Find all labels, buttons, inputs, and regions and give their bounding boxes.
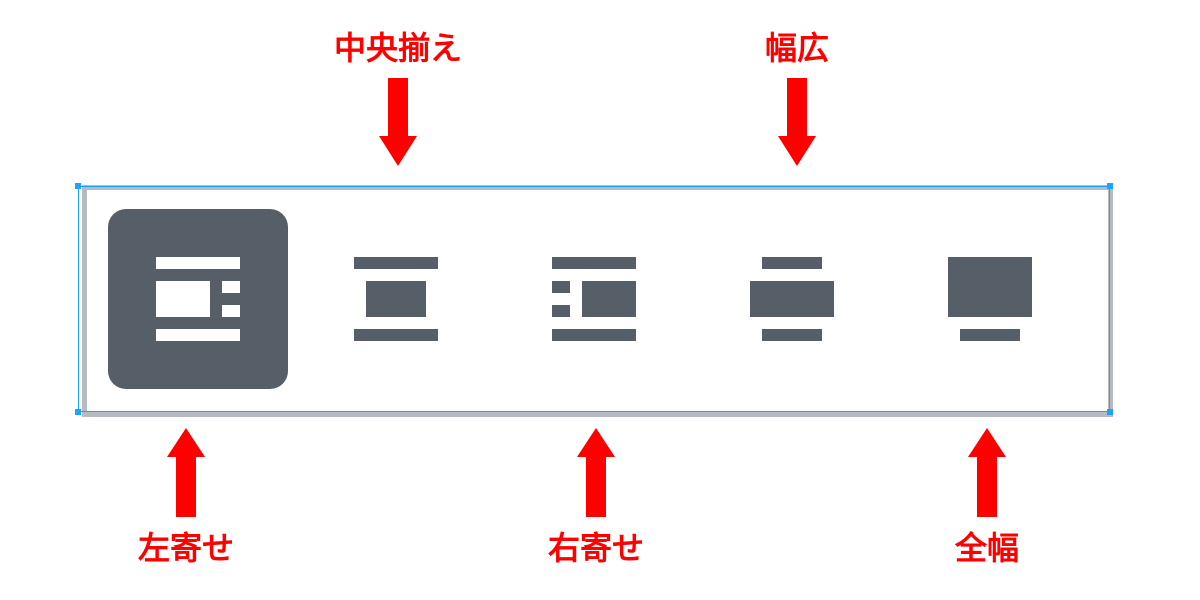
align-center-button[interactable] [306, 209, 486, 389]
label-wide: 幅広 [764, 29, 829, 67]
align-wide-button[interactable] [702, 209, 882, 389]
label-center: 中央揃え [333, 29, 462, 67]
selection-outline [78, 186, 1110, 412]
selection-handle[interactable] [1107, 409, 1113, 415]
arrow-up-icon [167, 428, 205, 517]
align-full-icon [948, 257, 1032, 341]
align-wide-icon [750, 257, 834, 341]
arrow-up-icon [577, 428, 615, 517]
align-right-icon [552, 257, 636, 341]
label-full: 全幅 [954, 529, 1019, 567]
align-full-button[interactable] [900, 209, 1080, 389]
selection-handle[interactable] [75, 183, 81, 189]
align-center-icon [354, 257, 438, 341]
arrow-down-icon [379, 78, 417, 166]
selection-handle[interactable] [1107, 183, 1113, 189]
align-left-button[interactable] [108, 209, 288, 389]
align-left-icon [108, 209, 288, 389]
selection-handle[interactable] [75, 409, 81, 415]
label-left: 左寄せ [137, 529, 234, 567]
label-right: 右寄せ [547, 529, 644, 567]
arrow-up-icon [968, 428, 1006, 517]
align-right-button[interactable] [504, 209, 684, 389]
arrow-down-icon [778, 78, 816, 166]
